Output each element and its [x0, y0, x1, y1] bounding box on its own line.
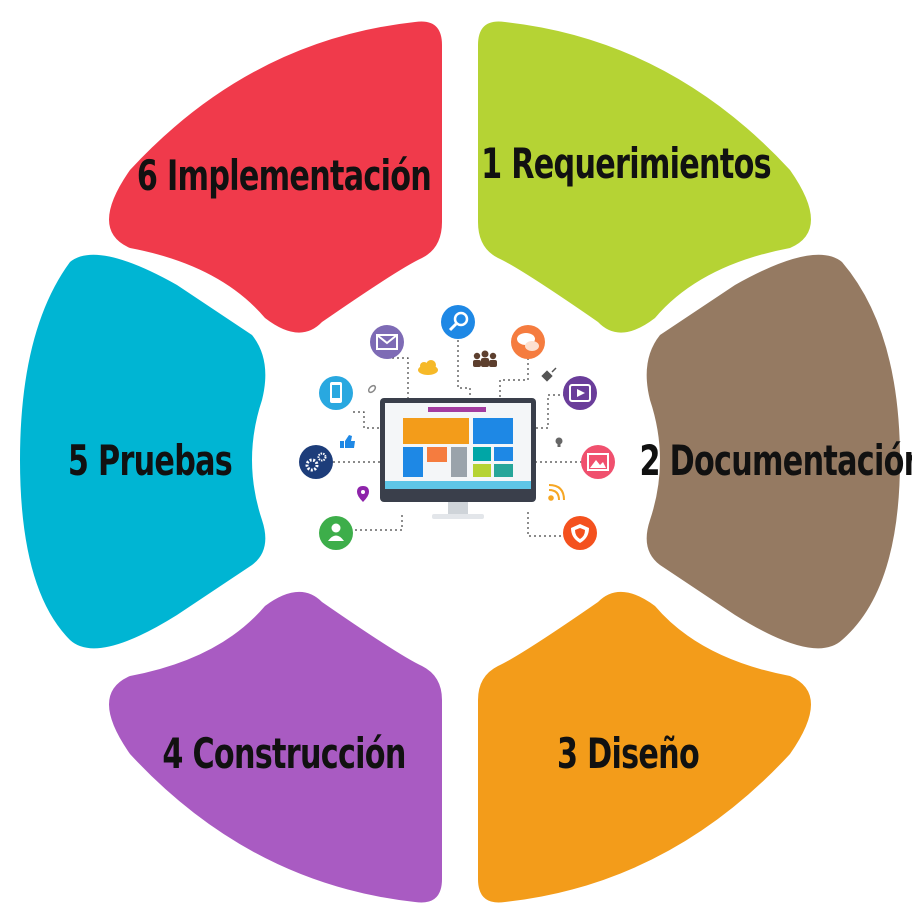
- segment-diseno: 3 Diseño: [478, 591, 811, 903]
- mail-icon: [370, 325, 404, 359]
- user-icon: [319, 516, 353, 550]
- segment-shape: [478, 591, 811, 903]
- chat-icon: [511, 325, 545, 359]
- segment-implementacion: 6 Implementación: [109, 21, 442, 333]
- segment-requerimientos: 1 Requerimientos: [478, 21, 811, 333]
- segment-shape: [109, 591, 442, 903]
- segment-label: 1 Requerimientos: [481, 139, 771, 188]
- segment-shape: [478, 21, 811, 333]
- segment-label: 6 Implementación: [137, 151, 431, 200]
- settings-icon: [299, 445, 333, 479]
- segment-label: 3 Diseño: [557, 729, 699, 778]
- search-icon: [441, 305, 475, 339]
- segment-pruebas: 5 Pruebas: [20, 254, 266, 649]
- segment-shape: [109, 21, 442, 333]
- satellite-icon: [541, 367, 557, 382]
- segment-label: 2 Documentación: [640, 436, 912, 485]
- connector-lines: [333, 340, 582, 537]
- phone-icon: [319, 376, 353, 410]
- location-pin-icon: [357, 486, 369, 502]
- image-icon: [581, 445, 615, 479]
- video-icon: [563, 376, 597, 410]
- segment-construccion: 4 Construcción: [109, 591, 442, 903]
- segment-documentacion: 2 Documentación: [640, 254, 912, 649]
- users-icon: [473, 350, 497, 367]
- center-illustration: [299, 305, 615, 550]
- monitor-icon: [380, 398, 536, 519]
- link-icon: [367, 384, 377, 394]
- segment-shape: [20, 254, 266, 649]
- cloud-icon: [418, 360, 438, 375]
- rss-icon: [548, 484, 565, 501]
- like-icon: [340, 435, 355, 448]
- segment-label: 4 Construcción: [162, 729, 405, 778]
- segment-label: 5 Pruebas: [68, 436, 232, 485]
- bulb-icon: [555, 437, 563, 447]
- shield-icon: [563, 516, 597, 550]
- segment-shape: [646, 254, 900, 649]
